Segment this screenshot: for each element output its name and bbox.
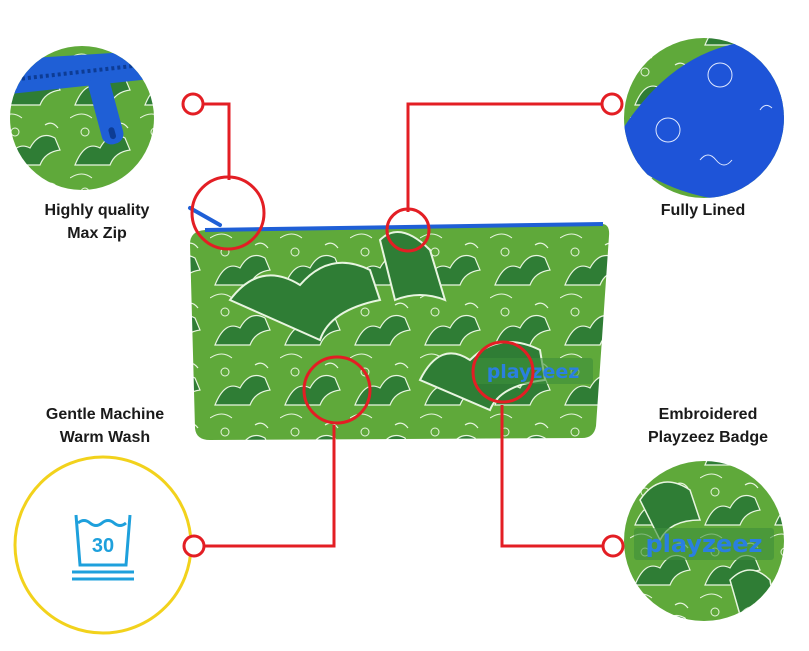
callout-lined-label: Fully Lined [660, 202, 746, 219]
pouch: playzeez [188, 206, 610, 440]
callout-wash-label: Gentle Machine Warm Wash [45, 406, 165, 446]
wash-temperature: 30 [92, 535, 114, 557]
wash-symbol: 30 [13, 455, 193, 635]
callout-zip-label: Highly quality Max Zip [44, 202, 150, 242]
zip-closeup [10, 46, 154, 190]
badge-closeup: playzeez [624, 461, 784, 621]
callout-badge-label: Embroidered Playzeez Badge [647, 406, 769, 446]
wash-tub-icon [72, 514, 134, 581]
lining-closeup [624, 38, 784, 198]
badge-zoom-text: playzeez [646, 530, 763, 558]
callout-lines [181, 92, 625, 558]
